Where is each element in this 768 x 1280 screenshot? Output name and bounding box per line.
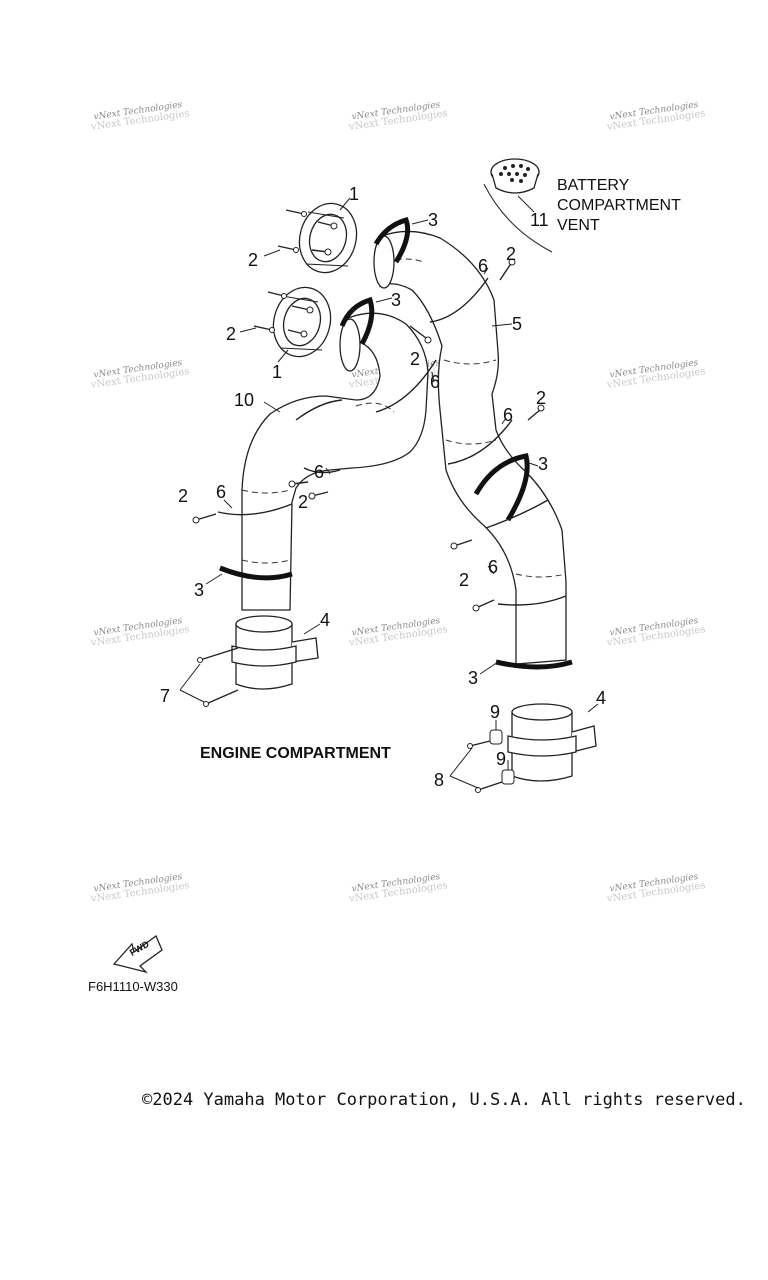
- duct-left: [241, 312, 429, 611]
- diagram-code: F6H1110-W330: [88, 979, 178, 994]
- vent-cover-upper: [298, 202, 358, 274]
- bolts-right: [449, 739, 503, 793]
- callout-2d: 2: [410, 349, 420, 369]
- callout-6e: 6: [216, 482, 226, 502]
- callout-3d: 3: [194, 580, 204, 600]
- callout-3b: 3: [391, 290, 401, 310]
- callout-6f: 6: [488, 557, 498, 577]
- callout-9a: 9: [490, 702, 500, 722]
- callout-2b: 2: [226, 324, 236, 344]
- battery-vent: [483, 158, 553, 253]
- vent-label-line3: VENT: [557, 217, 600, 234]
- tapping-screws: [192, 258, 545, 612]
- blower-adapter-left: [231, 615, 319, 690]
- blower-adapter-right: [507, 703, 597, 782]
- vent-label-line1: BATTERY: [557, 177, 630, 194]
- callout-4a: 4: [320, 610, 330, 630]
- callout-4b: 4: [596, 688, 606, 708]
- engine-compartment-label: ENGINE COMPARTMENT: [200, 745, 391, 762]
- callout-3e: 3: [468, 668, 478, 688]
- callout-2f: 2: [178, 486, 188, 506]
- vent-holes: [499, 164, 530, 183]
- callout-3c: 3: [538, 454, 548, 474]
- callout-10: 10: [234, 390, 254, 410]
- callout-7: 7: [160, 686, 170, 706]
- callout-9b: 9: [496, 749, 506, 769]
- compartment-wall-line: [483, 183, 553, 253]
- callout-3a: 3: [428, 210, 438, 230]
- callout-2h: 2: [459, 570, 469, 590]
- callout-1a: 1: [349, 184, 359, 204]
- vent-cover-lower: [272, 286, 332, 358]
- cover-screws: [253, 209, 338, 338]
- callout-6b: 6: [430, 372, 440, 392]
- wire-ties: [217, 277, 567, 606]
- vent-body: [491, 173, 539, 194]
- callout-6c: 6: [503, 405, 513, 425]
- duct-right: [373, 230, 567, 665]
- callout-1b: 1: [272, 362, 282, 382]
- callout-6a: 6: [478, 256, 488, 276]
- callout-11: 11: [530, 210, 549, 230]
- vent-label-line2: COMPARTMENT: [557, 197, 681, 214]
- callout-2g: 2: [298, 492, 308, 512]
- callout-5: 5: [512, 314, 522, 334]
- fwd-arrow-icon: FWD: [112, 934, 163, 974]
- callout-8: 8: [434, 770, 444, 790]
- collars: [489, 720, 515, 785]
- callout-2c: 2: [506, 244, 516, 264]
- bolts-left: [179, 647, 239, 707]
- callout-2e: 2: [536, 388, 546, 408]
- copyright-notice: ©2024 Yamaha Motor Corporation, U.S.A. A…: [142, 1090, 746, 1110]
- hose-clamps: [219, 216, 573, 670]
- callout-6d: 6: [314, 462, 324, 482]
- callout-2a: 2: [248, 250, 258, 270]
